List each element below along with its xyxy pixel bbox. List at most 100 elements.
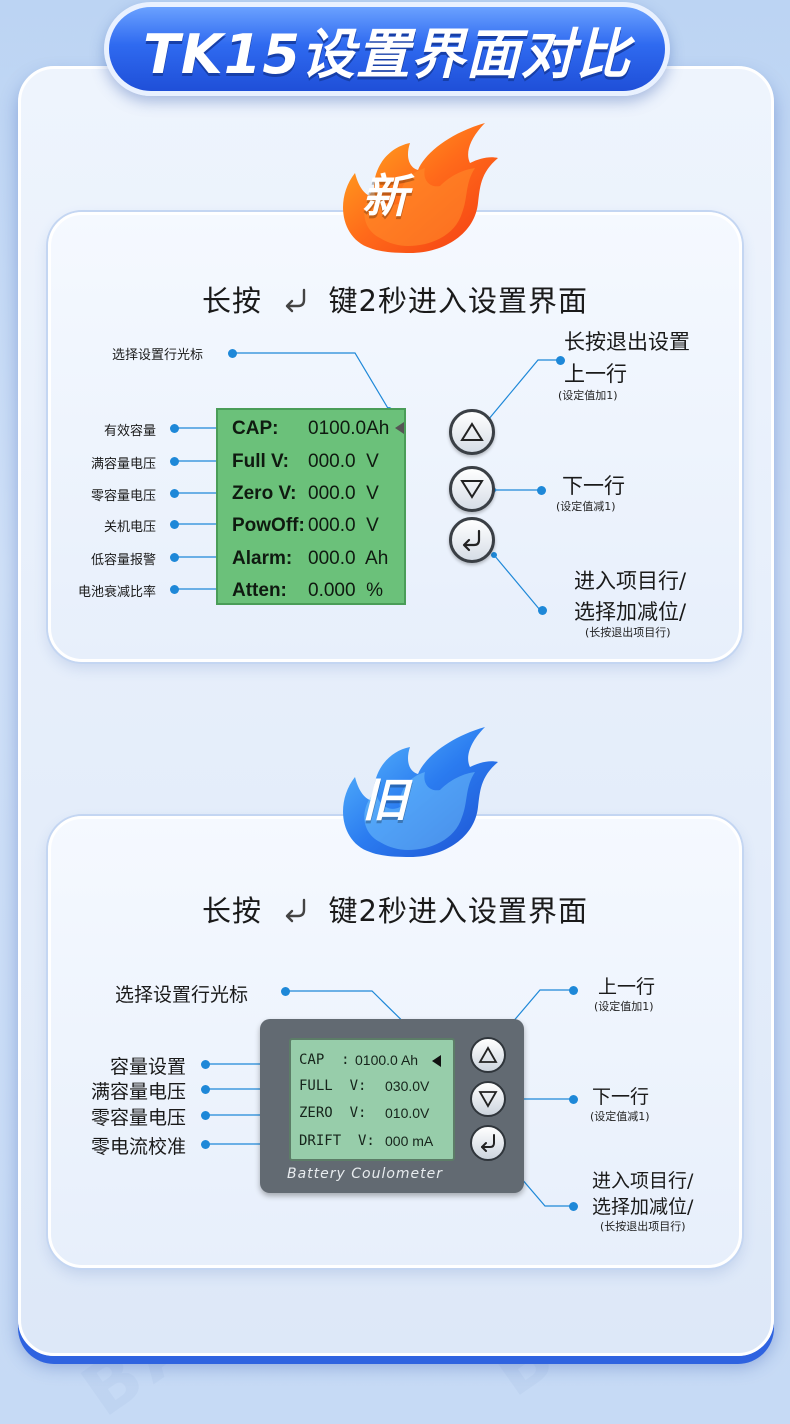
new-heading-suffix: 键2秒进入设置界面	[328, 284, 588, 318]
new-enter-label-1: 进入项目行/	[574, 569, 687, 593]
lcd-row-name: Zero V:	[232, 483, 297, 504]
new-lcd-screen: CAP: 0100.0Ah Full V: 000.0 V Zero V: 000.0…	[216, 408, 406, 605]
up-button[interactable]	[470, 1037, 506, 1073]
old-left-label: 零容量电压	[90, 1107, 186, 1129]
new-left-label: 低容量报警	[90, 553, 156, 568]
lcd-row: PowOff:000.0 V	[232, 515, 379, 537]
lcd-row: Full V: 000.0 V	[232, 451, 379, 473]
leader-dot	[569, 986, 578, 995]
leader-dot	[281, 987, 290, 996]
lcd-row-name: FULL V:	[299, 1078, 367, 1094]
leader-dot	[170, 553, 179, 562]
leader-dot	[556, 356, 565, 365]
new-left-label: 满容量电压	[90, 457, 156, 472]
old-heading: 长按 键2秒进入设置界面	[48, 888, 742, 931]
lcd-row-value: 000.0 V	[308, 515, 379, 536]
old-left-label: 零电流校准	[90, 1136, 186, 1158]
old-down-label: 下一行	[592, 1086, 650, 1108]
enter-button[interactable]	[470, 1125, 506, 1161]
leader-dot	[170, 585, 179, 594]
lcd-row-name: Full V:	[232, 451, 289, 472]
triangle-up-icon	[460, 422, 484, 441]
new-cursor-label: 选择设置行光标	[112, 348, 204, 363]
lcd-row: CAP: 0100.0Ah	[232, 418, 389, 440]
leader-dot	[201, 1111, 210, 1120]
lcd-row-name: PowOff:	[232, 515, 305, 536]
old-enter-sublabel: (长按退出项目行)	[600, 1220, 686, 1233]
new-enter-sublabel: (长按退出项目行)	[585, 626, 671, 639]
page-title: TK15设置界面对比	[143, 22, 631, 86]
lcd-row: Atten: 0.000 %	[232, 580, 383, 602]
old-enter-label-2: 选择加减位/	[592, 1196, 694, 1218]
down-button[interactable]	[470, 1081, 506, 1117]
new-left-label: 零容量电压	[90, 489, 156, 504]
triangle-down-icon	[478, 1091, 498, 1108]
lcd-row-value: 0100.0 Ah	[355, 1052, 419, 1068]
left-pointer-icon	[395, 422, 404, 434]
old-enter-label-1: 进入项目行/	[592, 1170, 694, 1192]
lcd-row: Alarm: 000.0 Ah	[232, 548, 388, 570]
flame-badge-old	[343, 727, 498, 857]
leader-dot	[170, 489, 179, 498]
leader-dot	[569, 1095, 578, 1104]
new-up-label-2: 上一行	[564, 362, 627, 386]
lcd-row: DRIFT V: 000 mA	[299, 1133, 433, 1149]
device-caption: Battery Coulometer	[286, 1166, 444, 1182]
leader-dot	[170, 520, 179, 529]
leader-dot	[170, 457, 179, 466]
enter-return-icon	[280, 286, 310, 321]
old-heading-prefix: 长按	[202, 894, 263, 928]
lcd-row-name: Atten:	[232, 580, 287, 601]
new-down-sublabel: (设定值减1)	[556, 500, 616, 513]
new-down-label: 下一行	[562, 474, 625, 498]
old-left-label: 容量设置	[109, 1056, 186, 1078]
lcd-row-value: 000.0 V	[308, 451, 379, 472]
old-cursor-label: 选择设置行光标	[115, 984, 249, 1006]
old-heading-suffix: 键2秒进入设置界面	[328, 894, 588, 928]
lcd-row-name: Alarm:	[232, 548, 293, 569]
leader-dot	[228, 349, 237, 358]
triangle-up-icon	[478, 1046, 498, 1063]
lcd-row-value: 000.0 Ah	[308, 548, 389, 569]
leader-dot	[201, 1140, 210, 1149]
lcd-row: CAP : 0100.0 Ah	[299, 1052, 418, 1068]
triangle-down-icon	[460, 480, 484, 499]
enter-return-icon	[481, 1134, 495, 1152]
lcd-row: FULL V: 030.0V	[299, 1078, 429, 1094]
enter-return-icon	[462, 529, 481, 552]
leader-dot	[569, 1202, 578, 1211]
lcd-row-value: 000 mA	[385, 1133, 434, 1149]
left-pointer-icon	[432, 1055, 441, 1067]
lcd-row-name: CAP :	[299, 1052, 350, 1068]
new-up-sublabel: (设定值加1)	[558, 389, 618, 402]
old-up-sublabel: (设定值加1)	[594, 1000, 654, 1013]
new-left-label: 有效容量	[103, 424, 156, 439]
enter-button[interactable]	[449, 517, 495, 563]
leader-dot	[201, 1060, 210, 1069]
old-down-sublabel: (设定值减1)	[590, 1110, 650, 1123]
badge-old-text: 旧	[362, 773, 408, 827]
title-banner: TK15设置界面对比	[104, 2, 670, 96]
leader-dot	[170, 424, 179, 433]
lcd-row-name: ZERO V:	[299, 1105, 367, 1121]
up-button[interactable]	[449, 409, 495, 455]
lcd-row-value: 030.0V	[385, 1078, 430, 1094]
lcd-row-name: DRIFT V:	[299, 1133, 375, 1149]
new-heading: 长按 键2秒进入设置界面	[48, 278, 742, 321]
enter-return-icon	[280, 896, 310, 931]
lcd-row: Zero V: 000.0 V	[232, 483, 379, 505]
old-left-label: 满容量电压	[90, 1081, 186, 1103]
badge-new-text: 新	[362, 169, 408, 223]
lcd-row-value: 0100.0Ah	[308, 418, 390, 439]
new-left-label: 关机电压	[103, 520, 156, 535]
old-up-label: 上一行	[598, 976, 656, 998]
new-left-label: 电池衰减比率	[77, 585, 156, 600]
leader-dot	[201, 1085, 210, 1094]
lcd-row-value: 0.000 %	[308, 580, 383, 601]
leader-dot	[537, 486, 546, 495]
lcd-row-value: 010.0V	[385, 1105, 430, 1121]
lcd-row-value: 000.0 V	[308, 483, 379, 504]
new-enter-label-2: 选择加减位/	[574, 600, 687, 624]
lcd-row-name: CAP:	[232, 418, 279, 439]
down-button[interactable]	[449, 466, 495, 512]
